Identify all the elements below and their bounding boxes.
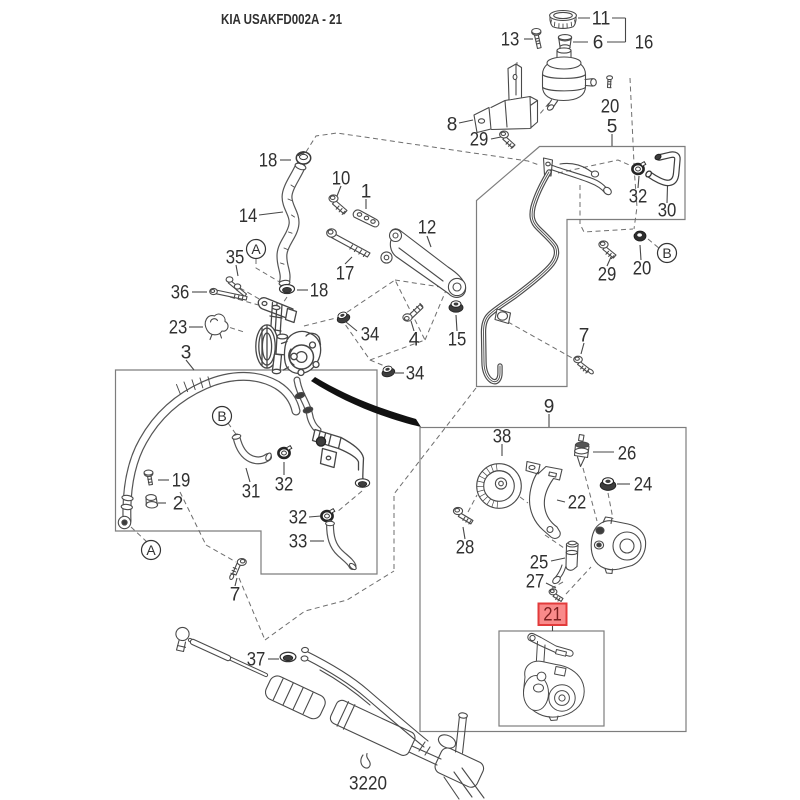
svg-text:26: 26: [618, 444, 637, 465]
svg-text:21: 21: [543, 605, 562, 626]
svg-text:23: 23: [169, 318, 188, 339]
svg-text:12: 12: [418, 218, 437, 239]
svg-text:34: 34: [406, 364, 425, 385]
svg-text:32: 32: [275, 475, 294, 496]
svg-text:33: 33: [289, 532, 308, 553]
svg-text:B: B: [217, 408, 226, 424]
svg-text:29: 29: [470, 130, 489, 151]
svg-text:14: 14: [239, 206, 258, 227]
svg-text:B: B: [662, 245, 671, 261]
svg-text:6: 6: [593, 33, 604, 54]
svg-text:13: 13: [501, 30, 520, 51]
svg-text:16: 16: [635, 33, 654, 54]
svg-text:17: 17: [336, 264, 355, 285]
svg-text:22: 22: [568, 493, 587, 514]
svg-text:35: 35: [226, 248, 245, 269]
svg-text:27: 27: [526, 572, 545, 593]
svg-text:19: 19: [172, 471, 191, 492]
svg-text:2: 2: [173, 494, 184, 515]
svg-text:15: 15: [448, 330, 467, 351]
svg-text:1: 1: [361, 182, 372, 203]
svg-text:38: 38: [493, 427, 512, 448]
svg-text:5: 5: [607, 117, 618, 138]
svg-text:4: 4: [409, 330, 420, 351]
svg-text:18: 18: [259, 151, 278, 172]
svg-text:7: 7: [230, 585, 241, 606]
svg-text:A: A: [146, 542, 156, 558]
svg-text:32: 32: [629, 187, 648, 208]
svg-text:29: 29: [598, 265, 617, 286]
svg-text:18: 18: [310, 281, 329, 302]
svg-text:8: 8: [447, 115, 458, 136]
svg-text:25: 25: [530, 553, 549, 574]
svg-text:20: 20: [633, 259, 652, 280]
svg-text:31: 31: [242, 482, 261, 503]
svg-text:9: 9: [544, 397, 555, 418]
svg-text:37: 37: [247, 650, 266, 671]
svg-text:24: 24: [634, 475, 653, 496]
svg-text:10: 10: [332, 169, 351, 190]
svg-text:A: A: [251, 241, 261, 257]
svg-text:7: 7: [579, 326, 590, 347]
svg-text:KIA USAKFD002A - 21: KIA USAKFD002A - 21: [221, 11, 342, 28]
svg-text:32: 32: [289, 508, 308, 529]
svg-text:3: 3: [181, 343, 192, 364]
svg-text:34: 34: [361, 325, 380, 346]
svg-text:11: 11: [592, 9, 611, 30]
svg-text:30: 30: [658, 201, 677, 222]
svg-text:20: 20: [601, 97, 620, 118]
svg-text:3220: 3220: [349, 774, 387, 795]
svg-text:28: 28: [456, 538, 475, 559]
svg-text:36: 36: [171, 283, 190, 304]
